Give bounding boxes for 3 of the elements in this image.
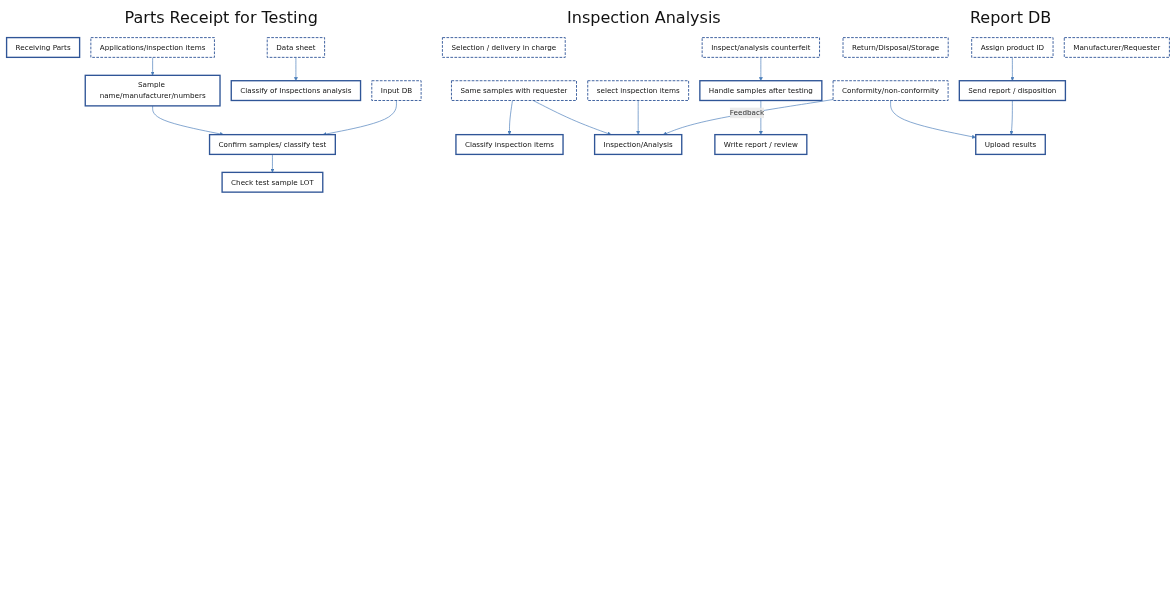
column-heading: Inspection Analysis <box>567 7 721 27</box>
column-heading: Parts Receipt for Testing <box>124 7 318 27</box>
column-heading: Report DB <box>969 7 1052 27</box>
